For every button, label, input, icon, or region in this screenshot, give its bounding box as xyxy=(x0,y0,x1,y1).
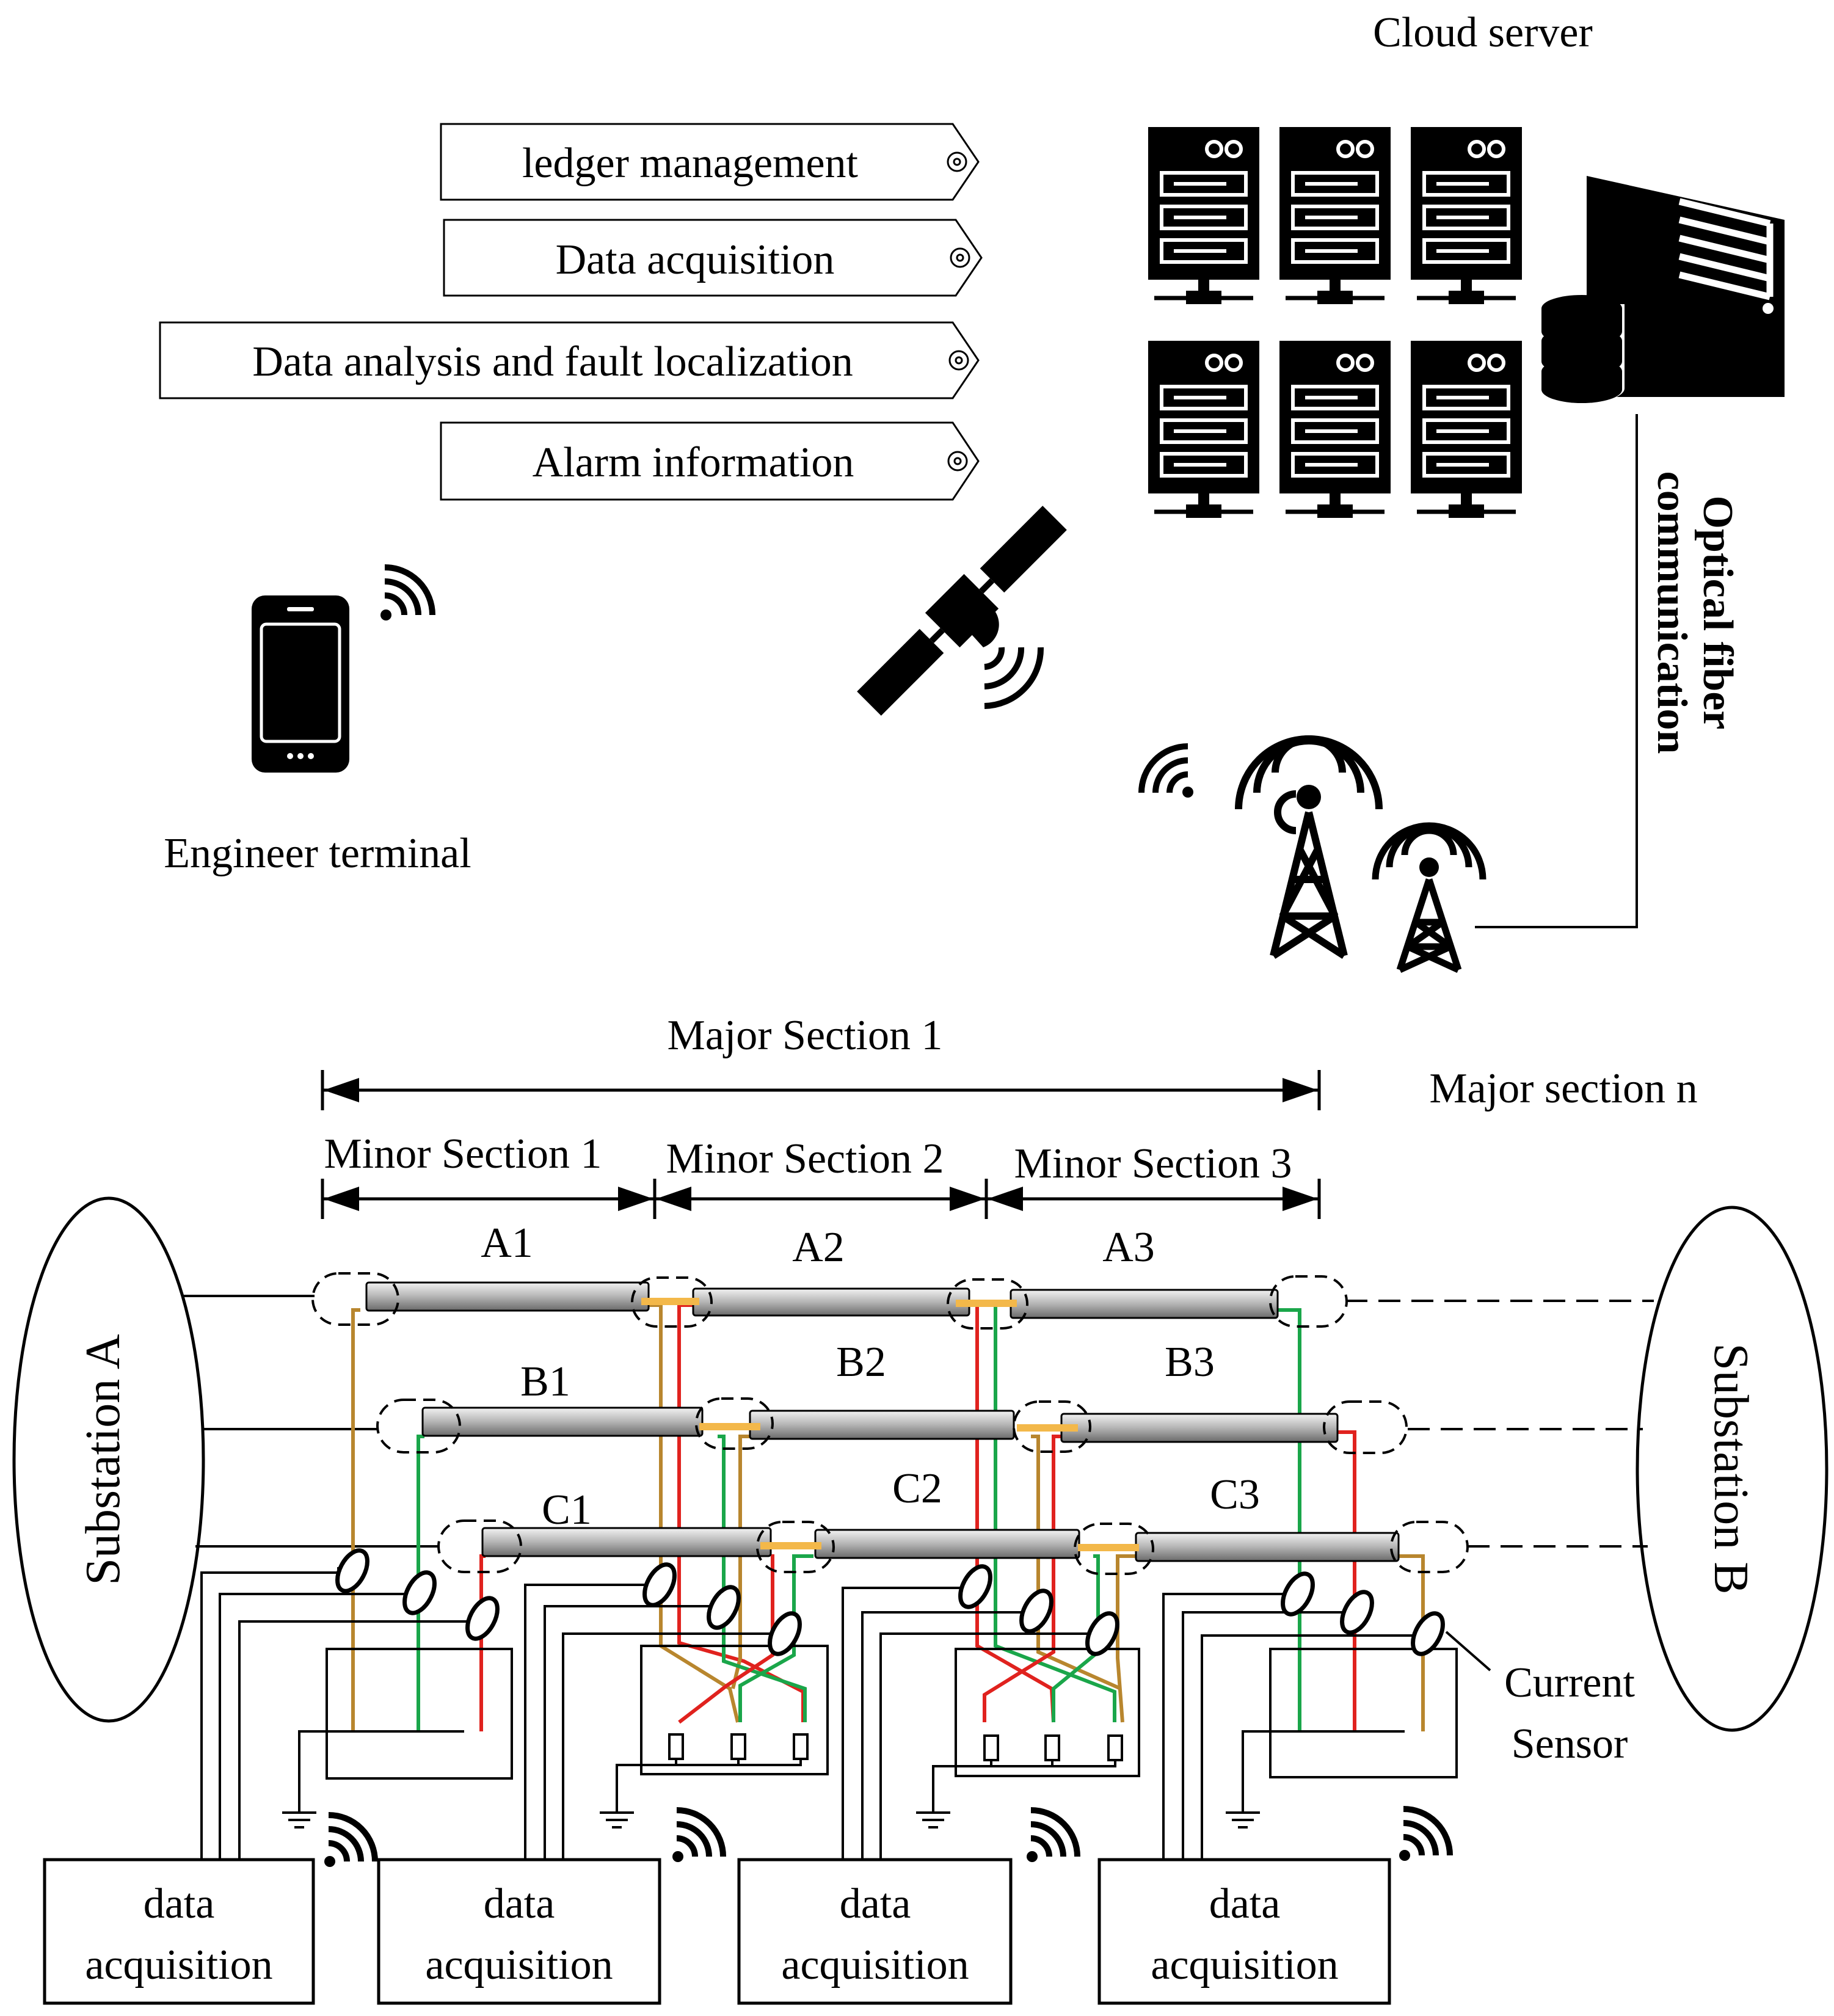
optical-fiber-line xyxy=(1475,414,1638,928)
cable-label-a3: A3 xyxy=(1102,1224,1155,1271)
function-tag-ledger: ledger management xyxy=(440,123,980,201)
substation-b-label: Substation B xyxy=(1704,1343,1758,1594)
function-tag-analysis: Data analysis and fault localization xyxy=(159,321,980,399)
sensor-callout-line xyxy=(1445,1631,1491,1672)
substation-b xyxy=(1636,1206,1829,1732)
cable-label-b3: B3 xyxy=(1165,1339,1215,1386)
daq-3-line1: data xyxy=(840,1880,911,1927)
limiter-bus-lines xyxy=(675,1759,1116,1767)
minor-section-dimensions xyxy=(321,1179,1321,1219)
substation-a-label: Substation A xyxy=(76,1334,130,1585)
cable-label-a1: A1 xyxy=(481,1220,533,1267)
joint-dashed-markers xyxy=(311,1272,1469,1575)
satellite-icon xyxy=(857,506,1067,716)
phase-wiring xyxy=(351,1303,1425,1731)
cable-label-b2: B2 xyxy=(836,1339,886,1386)
cable-label-c3: C3 xyxy=(1210,1471,1260,1518)
engineer-terminal-label: Engineer terminal xyxy=(164,830,471,877)
database-tower-icon xyxy=(1539,176,1785,403)
cable-label-b1: B1 xyxy=(520,1358,570,1405)
cable-label-c1: C1 xyxy=(542,1487,592,1534)
transmission-tower-icon-small xyxy=(1372,822,1486,973)
wireless-signal-icon xyxy=(1399,1806,1453,1861)
minor-section-2-label: Minor Section 2 xyxy=(666,1135,944,1182)
server-rack-icon xyxy=(1279,341,1391,518)
feeder-dashed-lines xyxy=(1345,1300,1654,1548)
wireless-signal-icon xyxy=(672,1807,726,1862)
optical-fiber-label-1: Optical fiber xyxy=(1694,496,1741,730)
tag-ledger-label: ledger management xyxy=(522,140,859,187)
substation-a xyxy=(12,1196,205,1723)
server-rack-icon xyxy=(1411,341,1522,518)
wireless-signal-icon xyxy=(324,1812,378,1867)
tag-acquisition-label: Data acquisition xyxy=(556,236,835,283)
cable-segments xyxy=(365,1281,1400,1562)
server-rack-icon xyxy=(1148,127,1259,304)
tag-analysis-label: Data analysis and fault localization xyxy=(252,338,853,385)
server-rack-icon xyxy=(1411,127,1522,304)
current-sensors xyxy=(335,1548,1445,1656)
optical-fiber-label-2: communication xyxy=(1648,471,1695,754)
server-rack-group xyxy=(1148,127,1522,518)
joint-bonding-bars xyxy=(641,1298,1139,1551)
cable-label-c2: C2 xyxy=(892,1465,942,1512)
daq-2-line1: data xyxy=(484,1880,555,1927)
sensor-signal-wires xyxy=(200,1567,1417,1860)
current-sensor-label-1: Current xyxy=(1504,1659,1635,1706)
cloud-server-title: Cloud server xyxy=(1373,9,1593,56)
minor-section-1-label: Minor Section 1 xyxy=(324,1130,602,1177)
current-sensor-label-2: Sensor xyxy=(1512,1720,1628,1767)
server-rack-icon xyxy=(1279,127,1391,304)
daq-4-line1: data xyxy=(1209,1880,1281,1927)
daq-4-line2: acquisition xyxy=(1151,1941,1338,1989)
bonding-boxes xyxy=(326,1645,1458,1780)
terminal-wireless-icon xyxy=(380,564,435,620)
server-rack-icon xyxy=(1148,341,1259,518)
ground-symbols xyxy=(282,1730,1405,1829)
minor-section-3-label: Minor Section 3 xyxy=(1014,1140,1292,1187)
tag-alarm-label: Alarm information xyxy=(533,439,854,486)
cable-label-a2: A2 xyxy=(792,1224,845,1271)
daq-1-line2: acquisition xyxy=(85,1941,272,1989)
major-section-n-label: Major section n xyxy=(1429,1065,1697,1112)
function-tag-data-acquisition: Data acquisition xyxy=(443,219,983,297)
function-tag-alarm: Alarm information xyxy=(440,421,980,501)
transmission-tower-icon-large xyxy=(1235,735,1383,959)
feeder-lines xyxy=(183,1295,438,1548)
wireless-signal-icon xyxy=(1027,1807,1080,1862)
daq-1-line1: data xyxy=(144,1880,215,1927)
data-acquisition-unit-2: data acquisition xyxy=(377,1858,661,2005)
data-acquisition-unit-1: data acquisition xyxy=(43,1858,315,2005)
data-acquisition-unit-3: data acquisition xyxy=(737,1858,1013,2005)
data-acquisition-unit-4: data acquisition xyxy=(1097,1858,1391,2005)
smartphone-icon xyxy=(252,595,349,773)
daq-3-line2: acquisition xyxy=(781,1941,969,1989)
major-section-label: Major Section 1 xyxy=(667,1012,942,1059)
daq-2-line2: acquisition xyxy=(425,1941,613,1989)
daq-wireless-icons xyxy=(324,1806,1453,1867)
sheath-voltage-limiters xyxy=(668,1733,1123,1761)
major-section-dimension xyxy=(321,1070,1321,1110)
tower-wireless-icon xyxy=(1138,743,1193,798)
